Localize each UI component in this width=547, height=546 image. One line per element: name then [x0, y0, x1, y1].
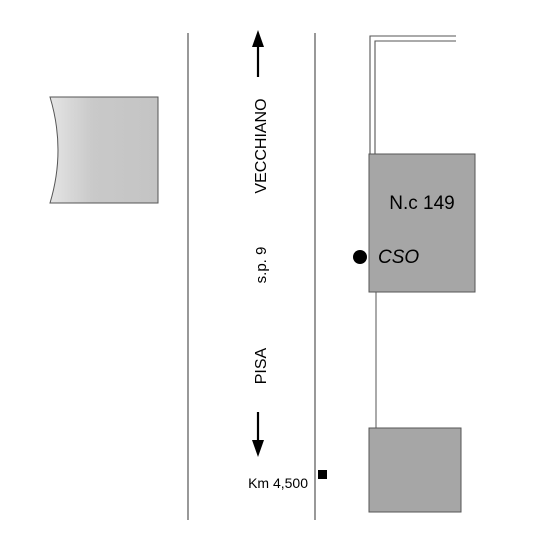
kilometer-marker-icon — [318, 470, 327, 479]
left-building — [49, 96, 159, 204]
road-name-label: s.p. 9 — [253, 247, 270, 284]
cso-point-icon — [353, 250, 367, 264]
cso-point-label: CSO — [378, 247, 419, 268]
north-destination-label: VECCHIANO — [253, 98, 270, 193]
south-arrow-icon — [252, 412, 264, 457]
kilometer-marker-label: Km 4,500 — [248, 475, 308, 491]
main-building-label: N.c 149 — [389, 193, 454, 214]
north-arrow-icon — [252, 30, 264, 77]
driveway — [369, 35, 456, 154]
lower-building — [368, 427, 462, 513]
south-destination-label: PISA — [253, 347, 270, 384]
main-building — [368, 153, 476, 293]
